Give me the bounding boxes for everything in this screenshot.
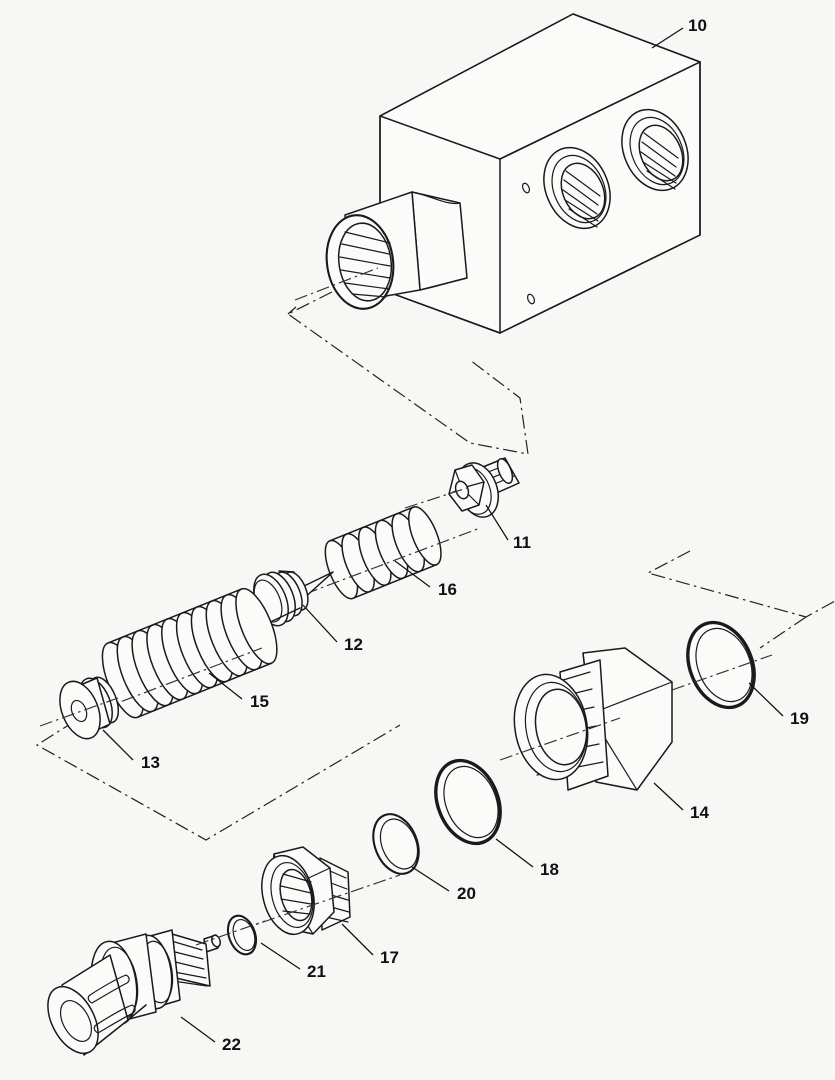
block-port-2: [621, 108, 689, 192]
part-21-o-ring-small: [226, 914, 258, 956]
callout-label-21: 21: [307, 962, 326, 981]
block-bore-centerline: [294, 267, 379, 301]
plug-11-centerline: [404, 486, 471, 509]
retainer-17-centerline: [239, 874, 401, 931]
callout-label-14: 14: [690, 803, 709, 822]
leader-12: [302, 604, 338, 643]
cartridge-14-centerline: [499, 717, 621, 761]
callout-label-10: 10: [688, 16, 707, 35]
o-ring-19-centerline: [671, 654, 773, 691]
callout-label-16: 16: [438, 580, 457, 599]
leader-13: [102, 729, 134, 761]
callout-label-17: 17: [380, 948, 399, 967]
leader-14: [653, 782, 684, 811]
assembly-reference-lines: [35, 291, 835, 841]
callout-label-15: 15: [250, 692, 269, 711]
leader-19: [748, 682, 784, 717]
part-15-main-spring: [77, 587, 278, 719]
leader-16: [394, 560, 431, 588]
spool-22-centerline: [195, 920, 266, 946]
callout-label-19: 19: [790, 709, 809, 728]
part-13-spring-guide-cap: [39, 676, 120, 740]
leader-22: [180, 1016, 216, 1043]
part-20-back-up-ring: [372, 813, 420, 875]
callout-label-20: 20: [457, 884, 476, 903]
callout-label-18: 18: [540, 860, 559, 879]
block-boss-sleeve: [325, 191, 468, 310]
leader-20: [411, 866, 450, 892]
cap-13-centerline: [39, 697, 119, 727]
callout-label-11: 11: [513, 533, 531, 552]
part-19-o-ring: [671, 620, 773, 710]
leader-17: [341, 923, 374, 956]
leader-18: [495, 838, 534, 868]
callout-label-13: 13: [141, 753, 160, 772]
block-mount-hole-bottom: [526, 293, 536, 305]
part-18-o-ring: [434, 758, 502, 846]
part-22-valve-spool-cartridge: [47, 920, 266, 1056]
block-mount-hole-top: [521, 182, 531, 194]
callout-label-22: 22: [222, 1035, 241, 1054]
leader-15: [208, 672, 243, 700]
part-11-hex-flange-plug: [404, 457, 520, 518]
leader-21: [260, 942, 301, 970]
part-12-spring-seat: [253, 570, 334, 627]
leader-10: [651, 27, 684, 49]
part-17-threaded-retainer-nut: [239, 846, 401, 936]
part-14-hex-cartridge-body: [499, 647, 673, 791]
callout-labels: 10 11 16 12 15 13 19 14 18 20 17 21 22: [141, 16, 809, 1054]
block-port-1: [543, 146, 611, 230]
leader-11: [485, 504, 509, 541]
callout-label-12: 12: [344, 635, 363, 654]
callout-leaders: [102, 27, 784, 1043]
spring-16-centerline: [304, 527, 481, 595]
part-10-valve-block-housing: [294, 13, 701, 334]
